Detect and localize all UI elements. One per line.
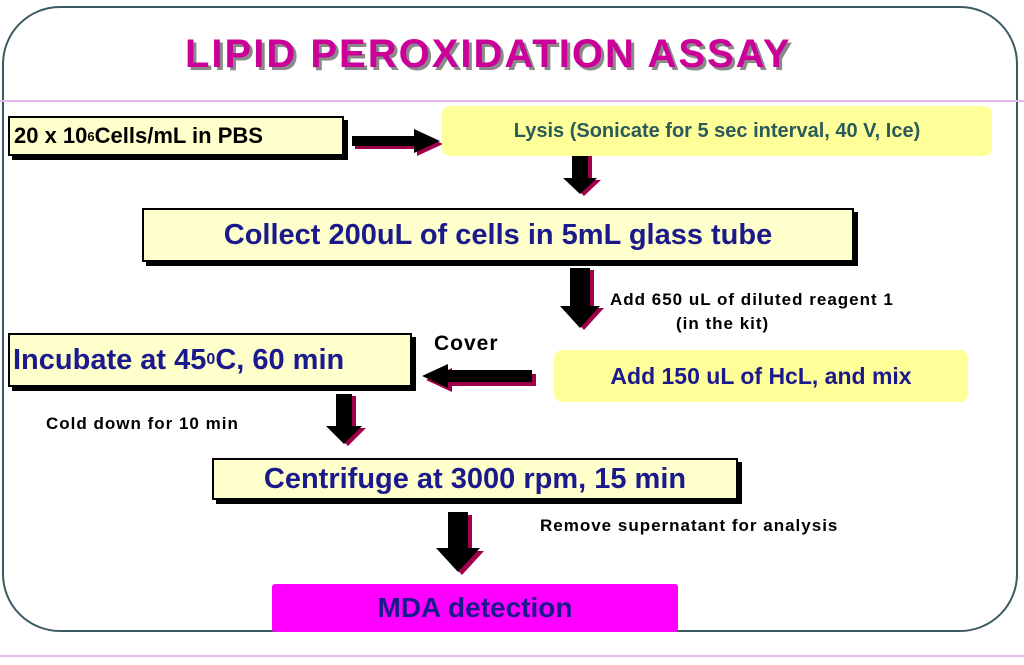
- step-cells-prefix: 20 x 10: [14, 123, 88, 148]
- step-collect-box: Collect 200uL of cells in 5mL glass tube: [142, 208, 854, 262]
- step-mda-text: MDA detection: [377, 592, 573, 623]
- step-incubate-sup: 0: [206, 351, 216, 368]
- annotation-add-reagent-line2: (in the kit): [676, 314, 770, 333]
- step-centrifuge-box: Centrifuge at 3000 rpm, 15 min: [212, 458, 738, 500]
- step-incubate-prefix: Incubate at 45: [13, 343, 207, 376]
- step-cells-suffix: Cells/mL in PBS: [94, 123, 263, 148]
- step-mda-box: MDA detection: [272, 584, 678, 632]
- annotation-remove-supernatant: Remove supernatant for analysis: [540, 516, 839, 535]
- step-incubate-suffix: C, 60 min: [215, 343, 345, 376]
- arrow-collect-to-add-hcl: [560, 268, 604, 330]
- step-collect-text: Collect 200uL of cells in 5mL glass tube: [223, 218, 773, 251]
- arrow-incubate-to-centrifuge: [326, 394, 366, 446]
- arrow-add-hcl-to-incubate: [422, 364, 536, 392]
- slide-title: LIPID PEROXIDATION ASSAY: [185, 32, 792, 76]
- step-add-hcl-box: Add 150 uL of HcL, and mix: [554, 350, 968, 402]
- divider-bottom: [0, 655, 1024, 657]
- step-centrifuge-text: Centrifuge at 3000 rpm, 15 min: [263, 462, 687, 495]
- annotation-cold-down: Cold down for 10 min: [46, 414, 239, 433]
- annotation-cover: Cover: [434, 332, 499, 355]
- step-cells-sup: 6: [87, 128, 95, 144]
- arrow-lysis-to-collect: [563, 150, 601, 196]
- step-lysis-box: Lysis (Sonicate for 5 sec interval, 40 V…: [442, 106, 992, 156]
- arrow-centrifuge-to-mda: [436, 512, 484, 575]
- step-add-hcl-text: Add 150 uL of HcL, and mix: [610, 362, 912, 389]
- divider-top: [0, 100, 1024, 102]
- annotation-add-reagent-line1: Add 650 uL of diluted reagent 1: [610, 290, 894, 309]
- step-lysis-text: Lysis (Sonicate for 5 sec interval, 40 V…: [513, 119, 921, 142]
- arrow-cells-to-lysis: [352, 129, 440, 153]
